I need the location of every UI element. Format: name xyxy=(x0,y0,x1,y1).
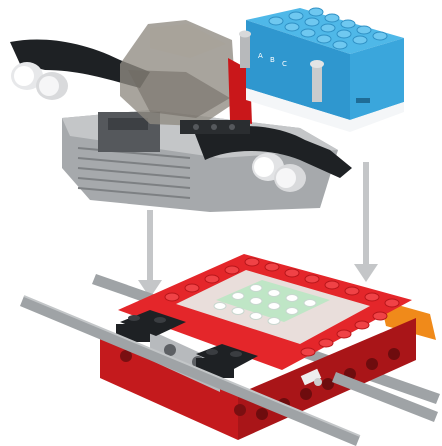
hub-port-a-label: A xyxy=(258,52,263,60)
left-gray-post xyxy=(240,34,250,68)
hub-gray-post xyxy=(312,64,322,102)
right-arrow-head xyxy=(354,264,378,282)
hub-port-b-label: B xyxy=(270,56,275,64)
left-arrow-shaft xyxy=(147,210,153,284)
lower-red-frame-assembly xyxy=(20,254,440,446)
upper-car-assembly: A B C Lu xyxy=(10,8,404,212)
right-arrow-shaft xyxy=(363,162,369,268)
hub-port-c-label: C xyxy=(282,60,287,68)
